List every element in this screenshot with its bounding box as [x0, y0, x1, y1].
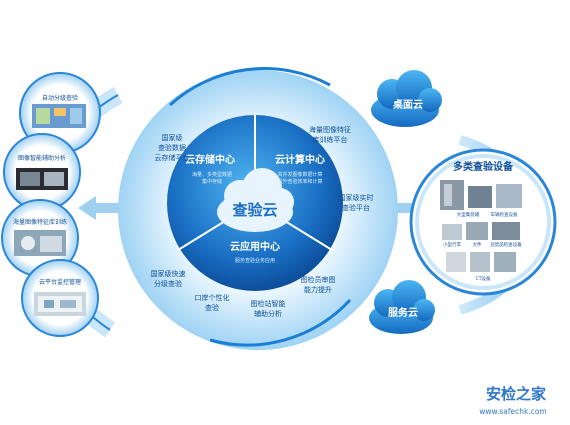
label-image-feature-1: 海量图像特征 [309, 125, 351, 134]
center-title: 查验云 [232, 201, 277, 219]
ring-accent-top [168, 67, 331, 107]
label-realtime-1: 国家级实时 [339, 193, 374, 202]
label-personal-2: 查验 [205, 303, 219, 312]
label-tiered-2: 分级查验 [154, 279, 182, 288]
core-divider-right [279, 217, 333, 251]
device-label-2: 车辆检查设备 [491, 211, 518, 218]
segment-compute-title: 云计算中心 [275, 153, 325, 166]
label-national-storage-1: 国家级 [162, 133, 183, 142]
label-personal-1: 口岸个性化 [195, 293, 230, 302]
center-cloud-icon [217, 168, 294, 232]
segment-storage-sub2: 集中存储 [202, 178, 222, 185]
left-item-3-label: 海量图像特征库训练 [13, 218, 67, 226]
ring-accent-bottom [209, 298, 352, 347]
watermark-url: www.safechk.com [479, 407, 546, 416]
label-review-1: 图检员审图 [301, 275, 336, 284]
left-bubble-2: 图像智能辅助分析 [3, 133, 81, 211]
label-assist-1: 图检站智能 [251, 299, 286, 308]
left-item-2-label: 图像智能辅助分析 [18, 154, 66, 162]
devices-title: 多类查验设备 [453, 160, 514, 173]
segment-storage-title: 云存储中心 [185, 153, 235, 166]
left-item-1-label: 自动分级查验 [42, 94, 78, 102]
watermark-brand: 安检之家 [486, 385, 546, 403]
segment-compute-sub1: 高并发图像数据计算 [277, 171, 322, 178]
label-national-storage-3: 云存储平台 [155, 153, 190, 162]
service-cloud-icon [369, 280, 435, 334]
label-image-feature-2: 库训练平台 [313, 135, 348, 144]
left-bubble-3: 海量图像特征库训练 [1, 199, 79, 277]
device-label-6: CT设备 [476, 275, 491, 282]
device-label-3: 小型行李 [443, 241, 461, 248]
core-divider-left [177, 217, 231, 251]
device-images [440, 180, 522, 272]
label-tiered-1: 国家级快速 [151, 269, 186, 278]
label-assist-2: 辅助分析 [254, 309, 282, 318]
label-review-2: 能力提升 [304, 285, 332, 294]
label-realtime-2: 查验平台 [342, 203, 370, 212]
device-label-1: 大型集装箱 [457, 211, 480, 218]
segment-storage-sub1: 海量、多类型数据 [192, 171, 232, 178]
desktop-cloud-label: 桌面云 [392, 98, 423, 111]
device-label-4: 大件 [473, 241, 482, 248]
segment-app-title: 云应用中心 [230, 240, 280, 253]
ring-labels: 国家级 查验数据 云存储平台 海量图像特征 库训练平台 国家级实时 查验平台 图… [151, 125, 374, 318]
desktop-cloud-icon [371, 70, 442, 127]
device-label-5: 违禁品检查设备 [490, 241, 522, 248]
service-cloud-label: 服务云 [388, 306, 418, 319]
device-labels: 大型集装箱 车辆检查设备 小型行李 大件 违禁品检查设备 CT设备 [443, 211, 522, 282]
segment-compute-sub2: 提升查验效率和计算 [277, 178, 322, 185]
left-item-4-label: 云平台监控管理 [39, 278, 81, 286]
label-national-storage-2: 查验数据 [158, 143, 186, 152]
left-bubble-4: 云平台监控管理 [21, 259, 99, 337]
segment-app-sub1: 服务查验业务应用 [235, 257, 275, 264]
left-arrow-head [78, 196, 96, 220]
